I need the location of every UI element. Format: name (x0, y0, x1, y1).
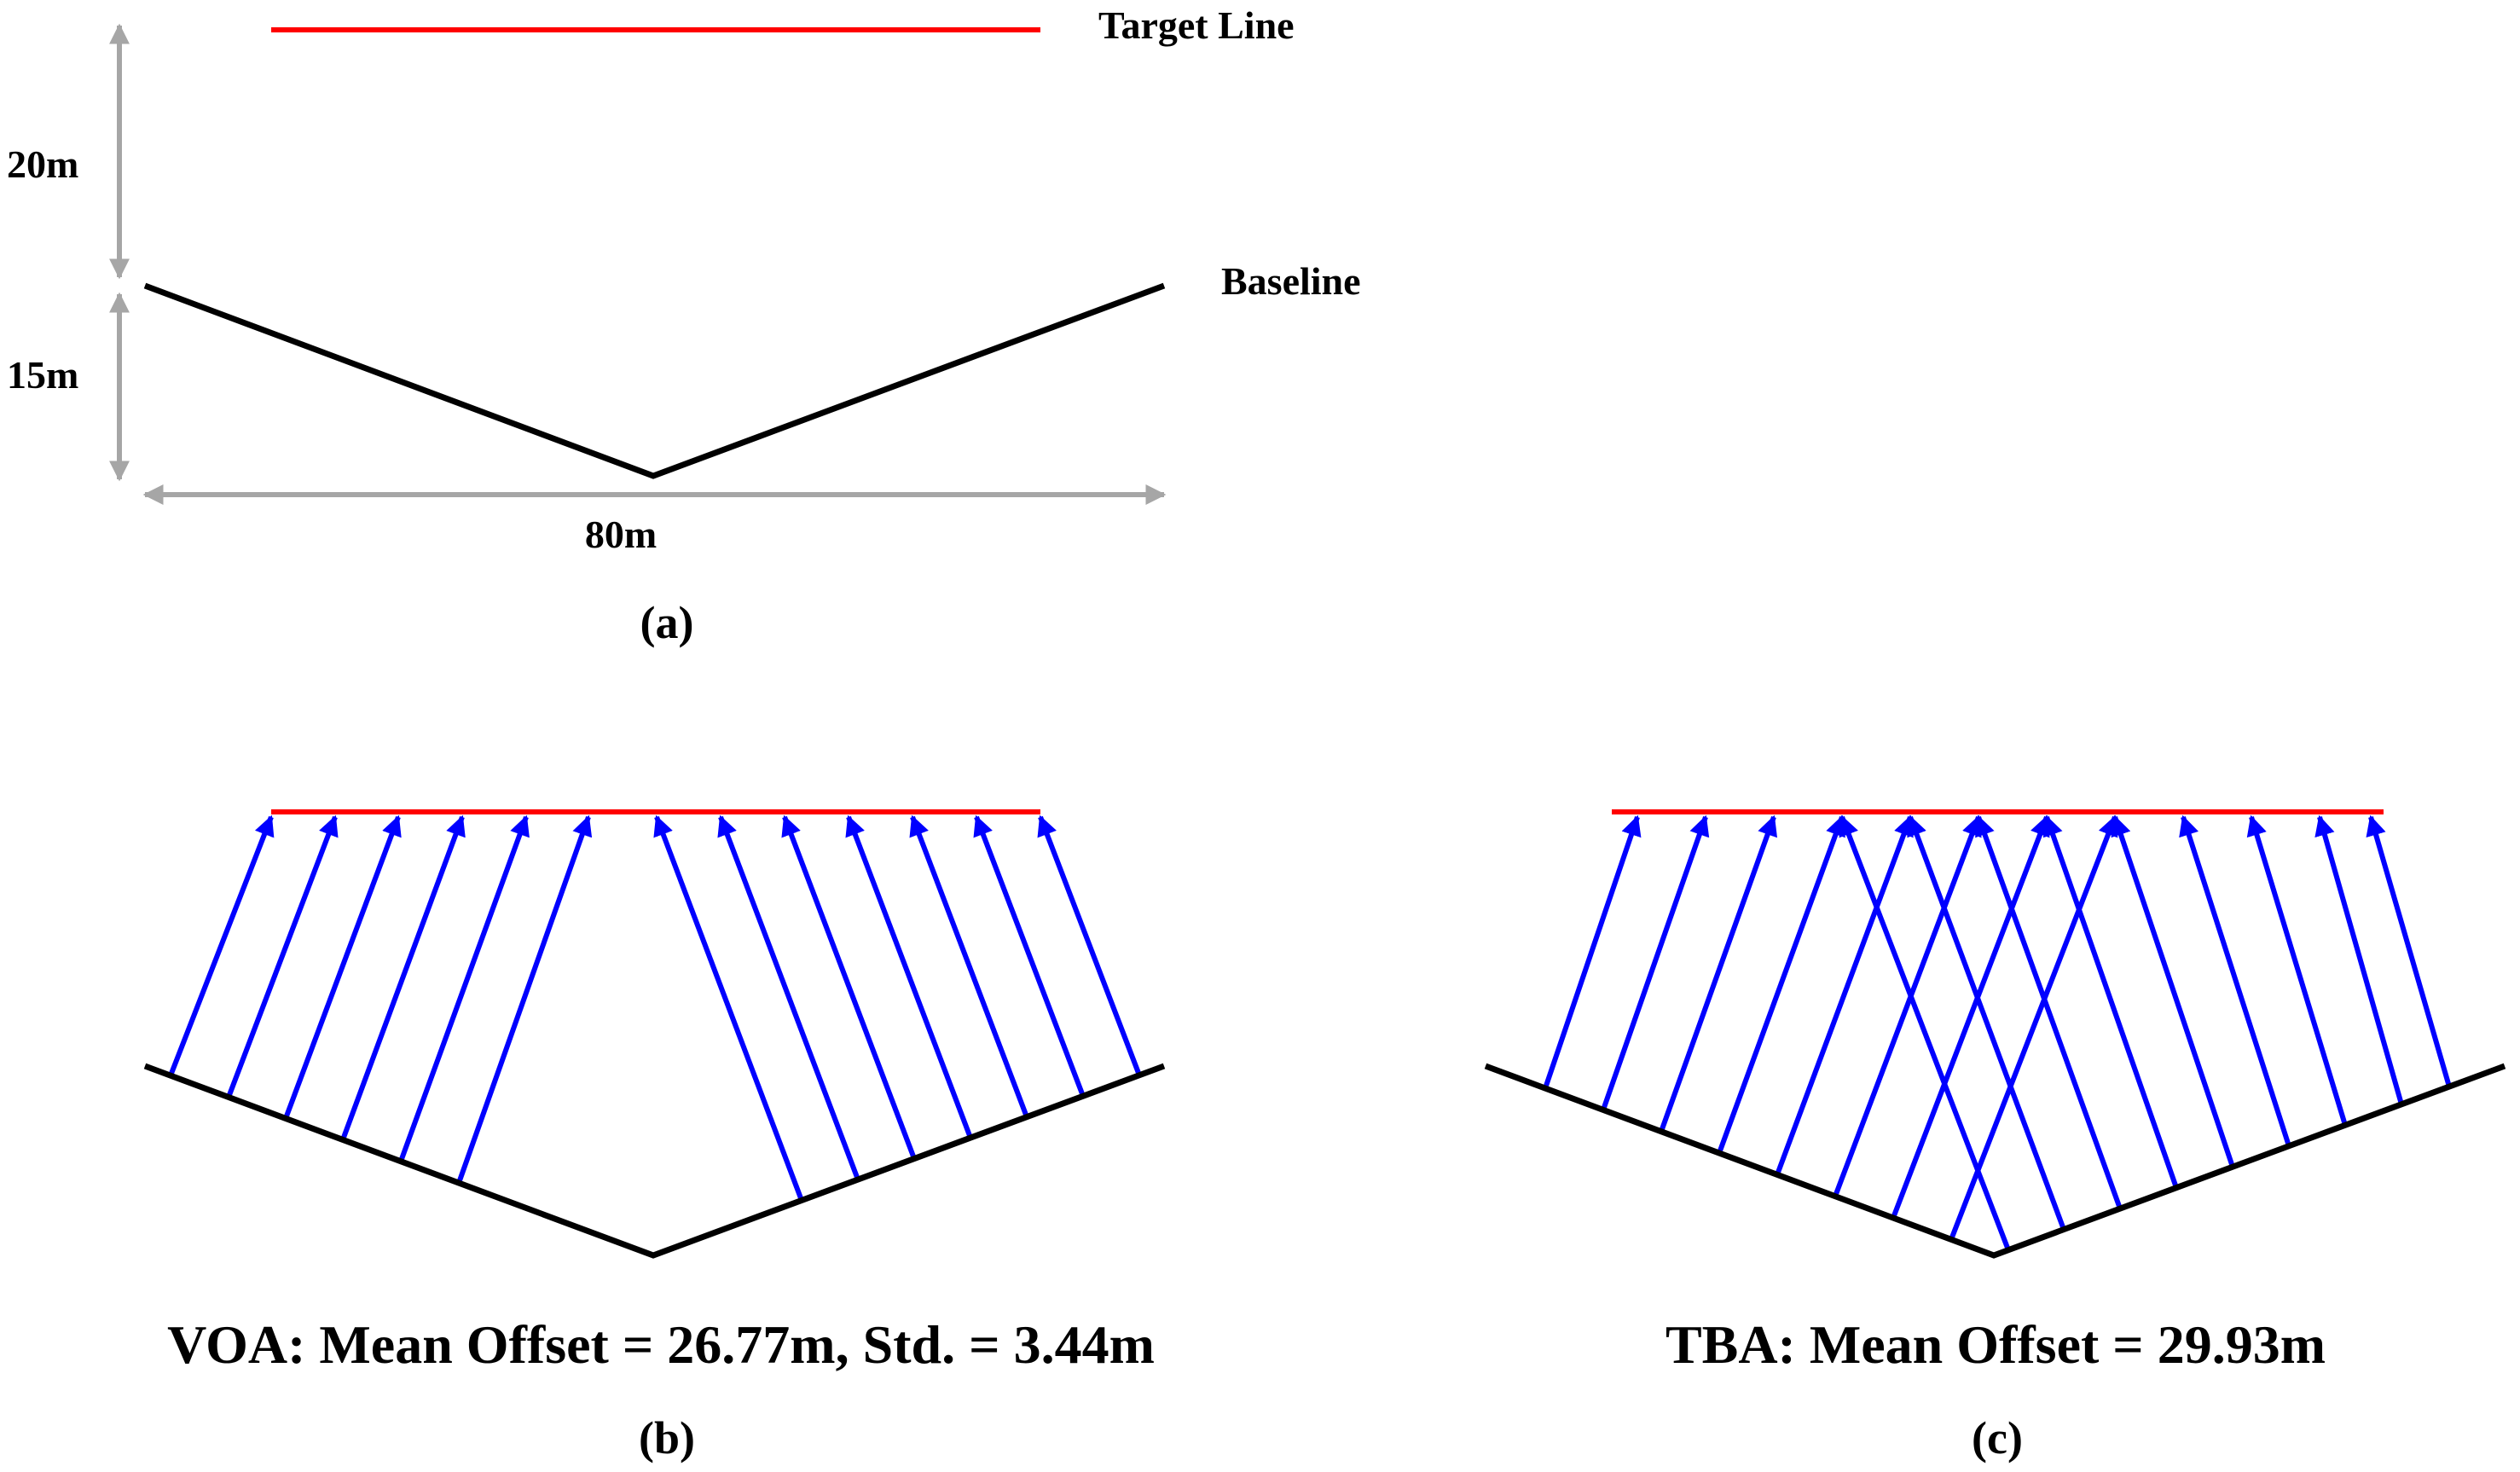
ray-arrow (2314, 814, 2404, 1105)
ray-arrow (1775, 814, 1914, 1176)
ray-arrow (781, 814, 917, 1160)
ray-arrow (1839, 814, 2011, 1251)
ray-arrow (1949, 814, 2118, 1241)
ray-arrow (717, 814, 860, 1181)
ray-arrow (2366, 814, 2452, 1087)
height-15m-label: 15m (7, 353, 78, 397)
ray-arrow (1891, 814, 2050, 1220)
ray-arrow (1659, 814, 1778, 1133)
ray-arrow (398, 814, 530, 1162)
ray-arrow (340, 814, 466, 1141)
panel-b: VOA: Mean Offset = 26.77m, Std. = 3.44m … (143, 809, 1166, 1463)
baseline (143, 1063, 1166, 1259)
ray-arrow (1543, 814, 1642, 1090)
rays-b (168, 814, 1142, 1202)
caption-text-c: TBA: Mean Offset = 29.93m (1666, 1314, 2326, 1375)
caption-text-b: VOA: Mean Offset = 26.77m, Std. = 3.44m (167, 1314, 1155, 1375)
target-line-label: Target Line (1098, 3, 1295, 47)
baseline (143, 282, 1166, 479)
caption-b: (b) (639, 1412, 695, 1463)
baseline (1484, 1063, 2506, 1259)
ray-arrow (2111, 814, 2235, 1168)
ray-arrow (1907, 814, 2066, 1231)
ray-arrow (845, 814, 973, 1139)
ray-arrow (168, 814, 275, 1077)
ray-arrow (226, 814, 339, 1098)
ray-arrow (1601, 814, 1710, 1111)
width-80m-label: 80m (585, 513, 657, 556)
rays-c (1543, 814, 2452, 1251)
ray-arrow (1037, 814, 1142, 1076)
ray-arrow (1717, 814, 1845, 1155)
ray-arrow (456, 814, 593, 1185)
caption-a: (a) (640, 597, 694, 648)
ray-arrow (2179, 814, 2291, 1147)
panel-c: TBA: Mean Offset = 29.93m (c) (1484, 809, 2506, 1463)
ray-arrow (2246, 814, 2348, 1127)
ray-arrow (283, 814, 402, 1120)
ray-arrow (1975, 814, 2123, 1210)
ray-arrow (973, 814, 1086, 1098)
caption-c: (c) (1972, 1412, 2023, 1463)
baseline-label: Baseline (1221, 259, 1361, 303)
height-20m-label: 20m (7, 142, 78, 186)
ray-arrow (2042, 814, 2179, 1189)
ray-arrow (653, 814, 804, 1202)
panel-a: Target Line Baseline 20m 15m 80m (a) (7, 3, 1361, 648)
ray-arrow (1833, 814, 1982, 1197)
ray-arrow (909, 814, 1029, 1118)
